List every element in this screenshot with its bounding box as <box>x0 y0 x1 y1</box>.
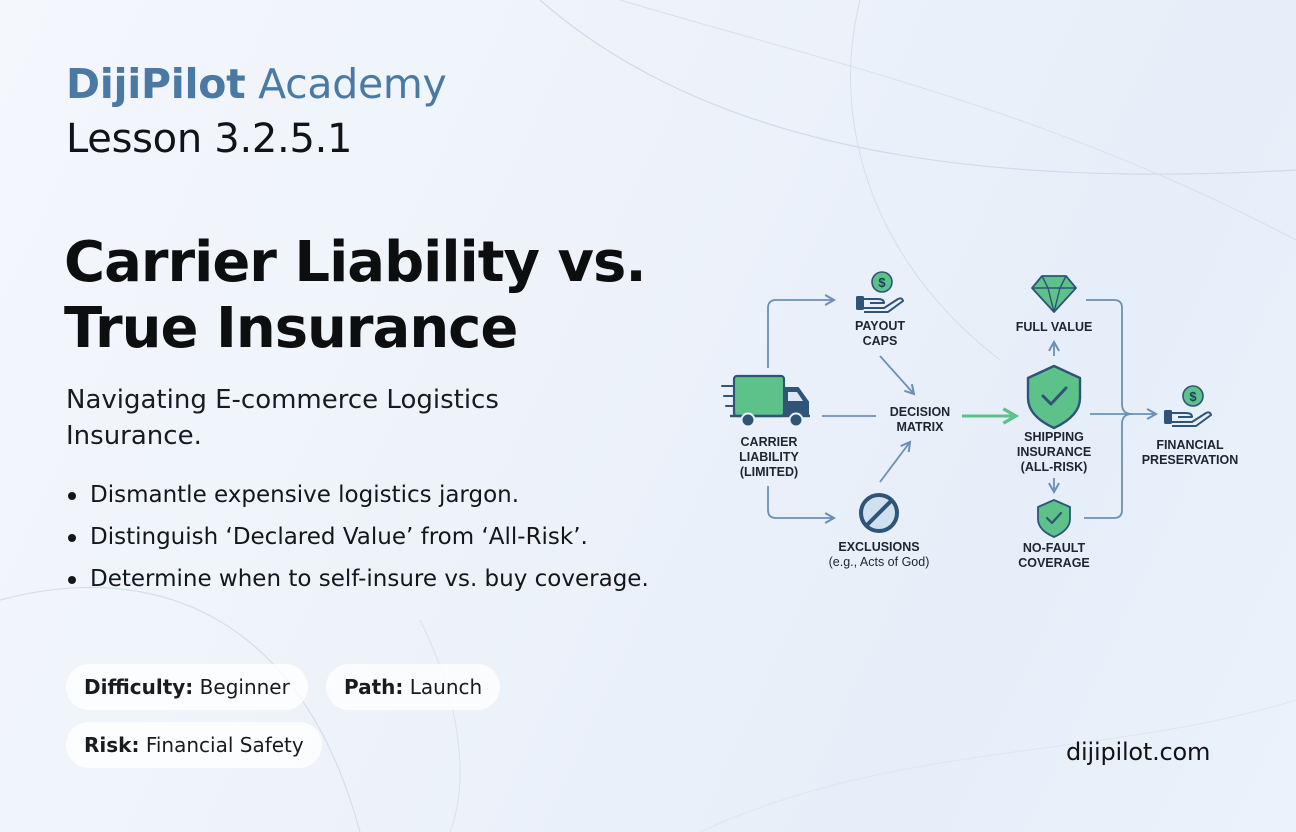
no-fault-label-line-2: COVERAGE <box>1018 556 1090 570</box>
exclusions-example: (e.g., Acts of God) <box>829 555 930 569</box>
shipping-label-line-2: INSURANCE <box>1017 445 1091 459</box>
page-title: Carrier Liability vs. True Insurance <box>64 230 647 362</box>
path-value: Launch <box>409 675 483 699</box>
shipping-label-line-3: (ALL-RISK) <box>1021 460 1088 474</box>
risk-tag: Risk: Financial Safety <box>66 722 322 768</box>
decision-label-line-1: DECISION <box>890 405 950 419</box>
arrow-exclusions-to-decision <box>879 440 912 483</box>
objective-item: Distinguish ‘Declared Value’ from ‘All-R… <box>66 516 649 558</box>
subtitle: Navigating E-commerce Logistics Insuranc… <box>66 385 499 451</box>
objective-item: Determine when to self-insure vs. buy co… <box>66 558 649 600</box>
carrier-label-line-2: LIABILITY <box>739 450 799 464</box>
objectives-list: Dismantle expensive logistics jargon. Di… <box>66 474 649 600</box>
arrow-payout-to-decision <box>879 355 916 396</box>
truck-icon <box>721 374 810 428</box>
coin-dollar-symbol: $ <box>878 275 886 290</box>
risk-value: Financial Safety <box>145 733 304 757</box>
arrow-truck-to-exclusions <box>767 486 837 524</box>
brand-suffix: Academy <box>258 60 447 108</box>
diagram-connectors <box>767 294 1159 524</box>
small-shield-check-icon <box>1037 499 1071 538</box>
website-url: dijipilot.com <box>1066 738 1211 766</box>
arrow-nofault-to-merge <box>1084 413 1133 519</box>
difficulty-tag: Difficulty: Beginner <box>66 664 308 710</box>
financial-label-line-2: PRESERVATION <box>1142 453 1239 467</box>
brand-name: DijiPilot <box>66 60 246 108</box>
shipping-label-line-1: SHIPPING <box>1024 430 1084 444</box>
no-fault-label-line-1: NO-FAULT <box>1023 541 1086 555</box>
arrow-fullvalue-to-merge <box>1086 299 1133 415</box>
diamond-icon <box>1031 275 1077 313</box>
full-value-label: FULL VALUE <box>1016 320 1093 334</box>
path-key: Path: <box>344 675 404 699</box>
objective-item: Dismantle expensive logistics jargon. <box>66 474 649 516</box>
title-line-1: Carrier Liability vs. <box>64 230 647 295</box>
shield-check-icon <box>1026 364 1082 430</box>
difficulty-value: Beginner <box>199 675 290 699</box>
financial-coin-dollar-symbol: $ <box>1189 389 1197 404</box>
payout-label-line-1: PAYOUT <box>855 319 905 333</box>
hand-coin-icon: $ <box>856 271 904 313</box>
exclusions-label: EXCLUSIONS <box>838 540 919 554</box>
title-line-2: True Insurance <box>64 296 518 361</box>
risk-key: Risk: <box>84 733 140 757</box>
arrow-truck-to-payout <box>767 294 837 368</box>
prohibited-icon <box>859 493 899 533</box>
difficulty-key: Difficulty: <box>84 675 194 699</box>
financial-hand-coin-icon: $ <box>1164 385 1212 427</box>
decision-label-line-2: MATRIX <box>897 420 945 434</box>
carrier-label-line-3: (LIMITED) <box>740 465 798 479</box>
carrier-label-line-1: CARRIER <box>741 435 798 449</box>
path-tag: Path: Launch <box>326 664 501 710</box>
brand-title: DijiPilot Academy <box>66 60 447 108</box>
financial-label-line-1: FINANCIAL <box>1156 438 1224 452</box>
lesson-number: Lesson 3.2.5.1 <box>66 116 353 162</box>
payout-label-line-2: CAPS <box>863 334 898 348</box>
